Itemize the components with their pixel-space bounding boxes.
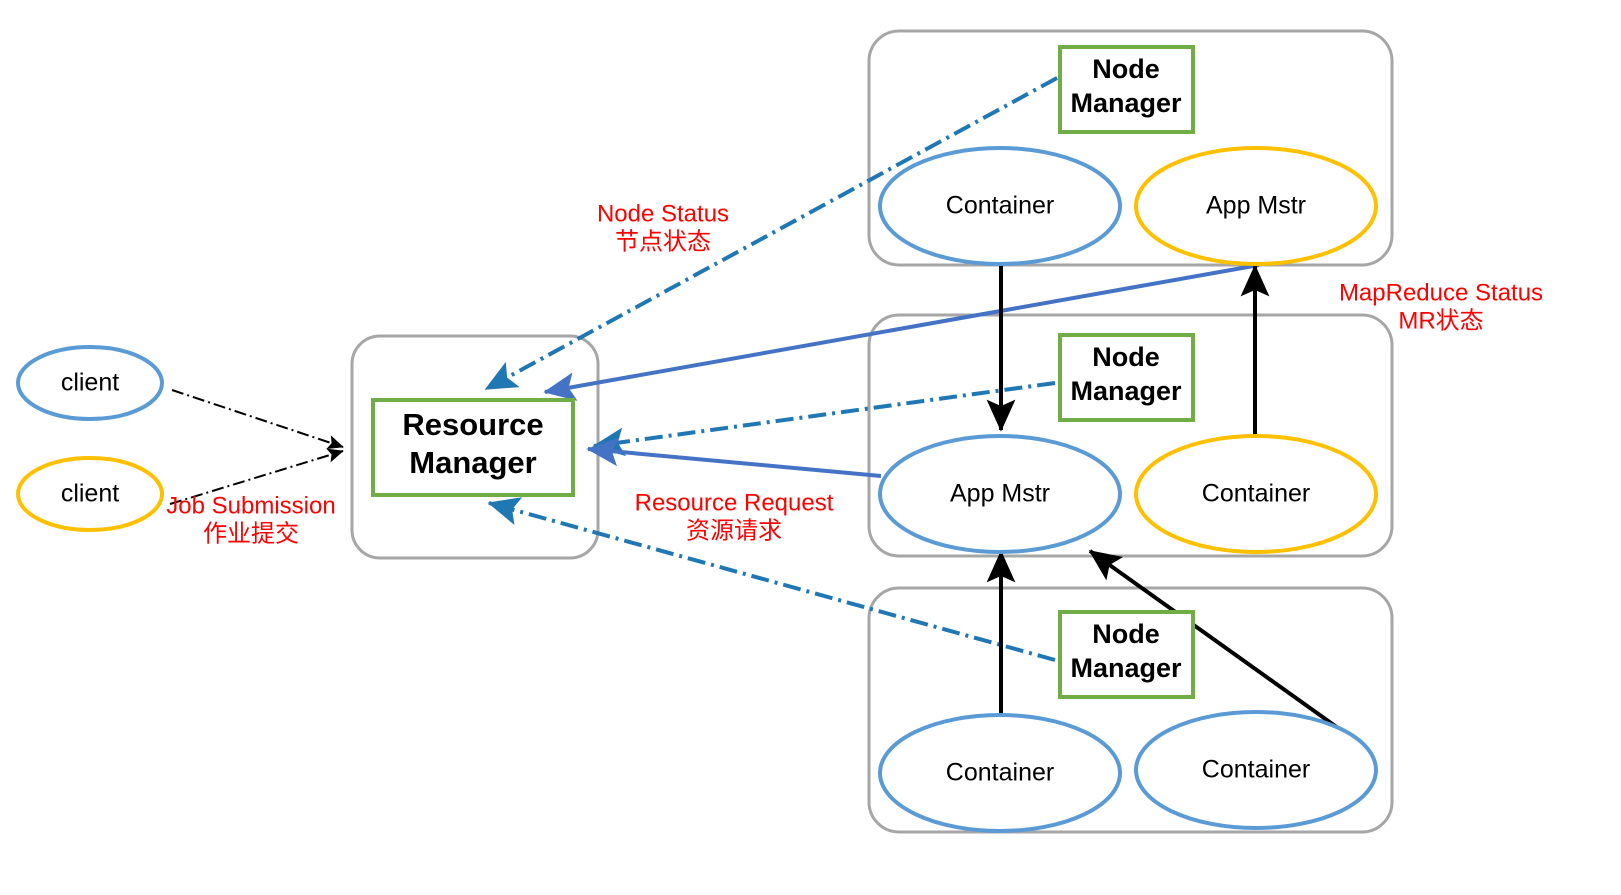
node-group-top-frame <box>867 29 1394 267</box>
node-group-top-ellipse-2-label: App Mstr <box>1206 192 1306 220</box>
annotation-mapreduce-status: MapReduce Status MR状态 <box>1339 279 1543 334</box>
resource-manager-box[interactable]: Resource Manager <box>371 398 575 497</box>
annotation-resource-request-zh: 资源请求 <box>686 517 782 544</box>
node-group-bottom-ellipse-1[interactable]: Container <box>878 713 1122 833</box>
node-group-bottom-frame <box>867 586 1394 834</box>
node-manager-middle-label-line2: Manager <box>1070 376 1182 406</box>
client-ellipse-2[interactable]: client <box>16 456 164 532</box>
annotation-job-submission-zh: 作业提交 <box>203 520 299 547</box>
annotation-job-submission: Job Submission 作业提交 <box>166 492 335 547</box>
client-ellipse-2-label: client <box>61 480 119 508</box>
node-group-middle-ellipse-2[interactable]: Container <box>1134 434 1378 554</box>
node-group-bottom-ellipse-2[interactable]: Container <box>1134 710 1378 830</box>
node-group-bottom-ellipse-1-label: Container <box>946 759 1054 787</box>
annotation-node-status: Node Status 节点状态 <box>597 200 729 255</box>
resource-manager-label-line1: Resource <box>402 407 543 442</box>
node-manager-box-middle[interactable]: Node Manager <box>1058 333 1195 422</box>
node-manager-box-bottom[interactable]: Node Manager <box>1058 610 1195 699</box>
node-group-middle-ellipse-1[interactable]: App Mstr <box>878 434 1122 554</box>
annotation-job-submission-en: Job Submission <box>166 492 335 519</box>
resource-request-arrow-top <box>543 263 1260 401</box>
resource-manager-label-line2: Manager <box>409 445 536 480</box>
node-manager-box-top[interactable]: Node Manager <box>1058 45 1195 134</box>
annotation-mapreduce-status-zh: MR状态 <box>1398 307 1483 334</box>
job-submission-arrow-bottom <box>169 448 344 505</box>
container-to-appmstr-arrow-bottom-right <box>1088 549 1347 735</box>
node-manager-middle-label-line1: Node <box>1092 342 1160 372</box>
resource-request-arrow-middle <box>586 437 882 478</box>
node-manager-bottom-label-line1: Node <box>1092 619 1160 649</box>
node-manager-bottom-label-line2: Manager <box>1070 653 1182 683</box>
node-group-top-ellipse-1-label: Container <box>946 192 1054 220</box>
annotation-mapreduce-status-en: MapReduce Status <box>1339 279 1543 306</box>
node-group-middle-ellipse-1-label: App Mstr <box>950 480 1050 508</box>
client-ellipse-1-label: client <box>61 369 119 397</box>
node-manager-top-label-line1: Node <box>1092 54 1160 84</box>
client-ellipse-1[interactable]: client <box>16 345 164 421</box>
node-status-arrow-middle <box>592 381 1056 457</box>
node-group-top-ellipse-1[interactable]: Container <box>878 146 1122 266</box>
annotation-node-status-en: Node Status <box>597 200 729 227</box>
node-group-bottom-ellipse-2-label: Container <box>1202 756 1310 784</box>
node-manager-top-label-line2: Manager <box>1070 88 1182 118</box>
node-status-arrow-top <box>484 76 1058 391</box>
node-group-middle-ellipse-2-label: Container <box>1202 480 1310 508</box>
annotation-resource-request-en: Resource Request <box>635 489 834 516</box>
annotation-node-status-zh: 节点状态 <box>615 228 711 255</box>
node-group-middle-frame <box>867 313 1394 558</box>
job-submission-arrow-top <box>171 389 344 450</box>
node-group-top-ellipse-2[interactable]: App Mstr <box>1134 146 1378 266</box>
annotation-resource-request: Resource Request 资源请求 <box>635 489 834 544</box>
